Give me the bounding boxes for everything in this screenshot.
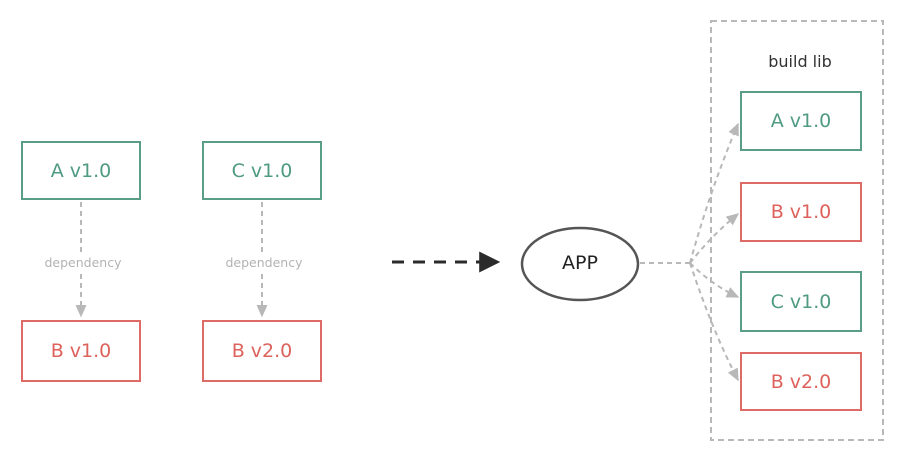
lib-item-c-v1-label: C v1.0 [770,290,832,313]
hub-arrow-2 [689,213,740,264]
dependency-label-1: dependency [36,255,130,270]
hub-arrow-4 [689,262,739,382]
node-b-v1-label: B v1.0 [50,340,112,362]
node-b-v1: B v1.0 [21,320,141,382]
app-label: APP [562,252,598,274]
node-b-v2: B v2.0 [202,320,322,382]
build-lib-container [710,20,884,441]
lib-item-c-v1: C v1.0 [740,271,862,332]
node-c-v1-label: C v1.0 [231,159,293,182]
lib-item-b-v2-label: B v2.0 [770,370,832,393]
node-c-v1: C v1.0 [202,141,322,200]
build-lib-title: build lib [768,52,832,71]
node-a-v1-label: A v1.0 [50,159,112,182]
lib-item-b-v2: B v2.0 [740,352,862,411]
node-a-v1: A v1.0 [21,141,141,200]
app-node [520,226,640,302]
hub-arrow-3 [689,262,740,298]
node-b-v2-label: B v2.0 [231,340,293,362]
lib-item-b-v1-label: B v1.0 [770,201,832,223]
lib-item-a-v1-label: A v1.0 [770,110,832,132]
lib-item-a-v1: A v1.0 [740,91,862,151]
lib-item-b-v1: B v1.0 [740,182,862,242]
hub-arrow-1 [689,122,739,264]
dependency-label-2: dependency [217,255,311,270]
